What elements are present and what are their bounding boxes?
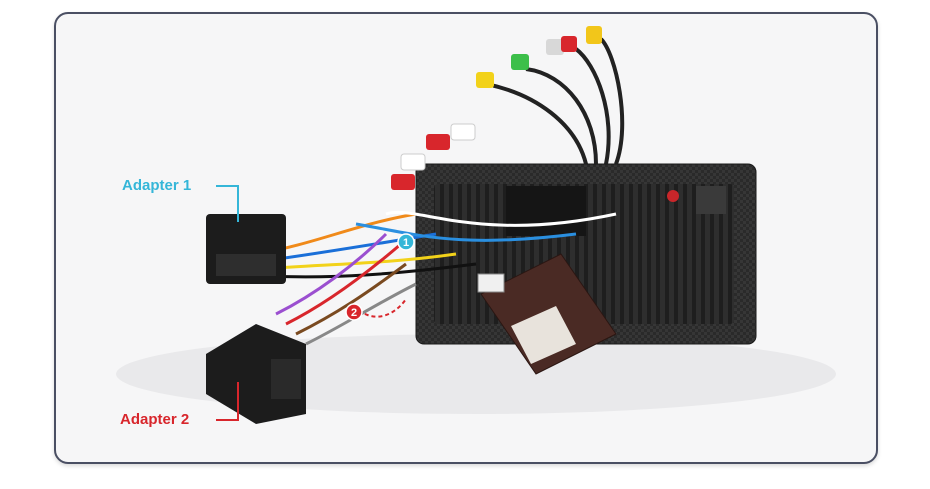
rca-cables xyxy=(391,26,625,190)
marker-2: 2 xyxy=(345,298,407,321)
adapter-1-leader xyxy=(216,185,239,222)
adapter-2-label: Adapter 2 xyxy=(120,411,190,428)
svg-text:1: 1 xyxy=(403,237,409,249)
adapter-2-leader xyxy=(216,382,239,421)
adapter-2-connector xyxy=(206,324,306,424)
product-photo-frame: 1 2 Adapter 1 Adapter 2 xyxy=(54,12,878,464)
adapter-1-connector xyxy=(206,214,286,284)
wiring-harness-photo: 1 2 xyxy=(116,26,836,424)
svg-text:2: 2 xyxy=(351,307,357,319)
adapter-1-label: Adapter 1 xyxy=(122,177,192,194)
marker-1: 1 xyxy=(397,233,415,251)
canbus-decoder-box xyxy=(477,253,617,375)
